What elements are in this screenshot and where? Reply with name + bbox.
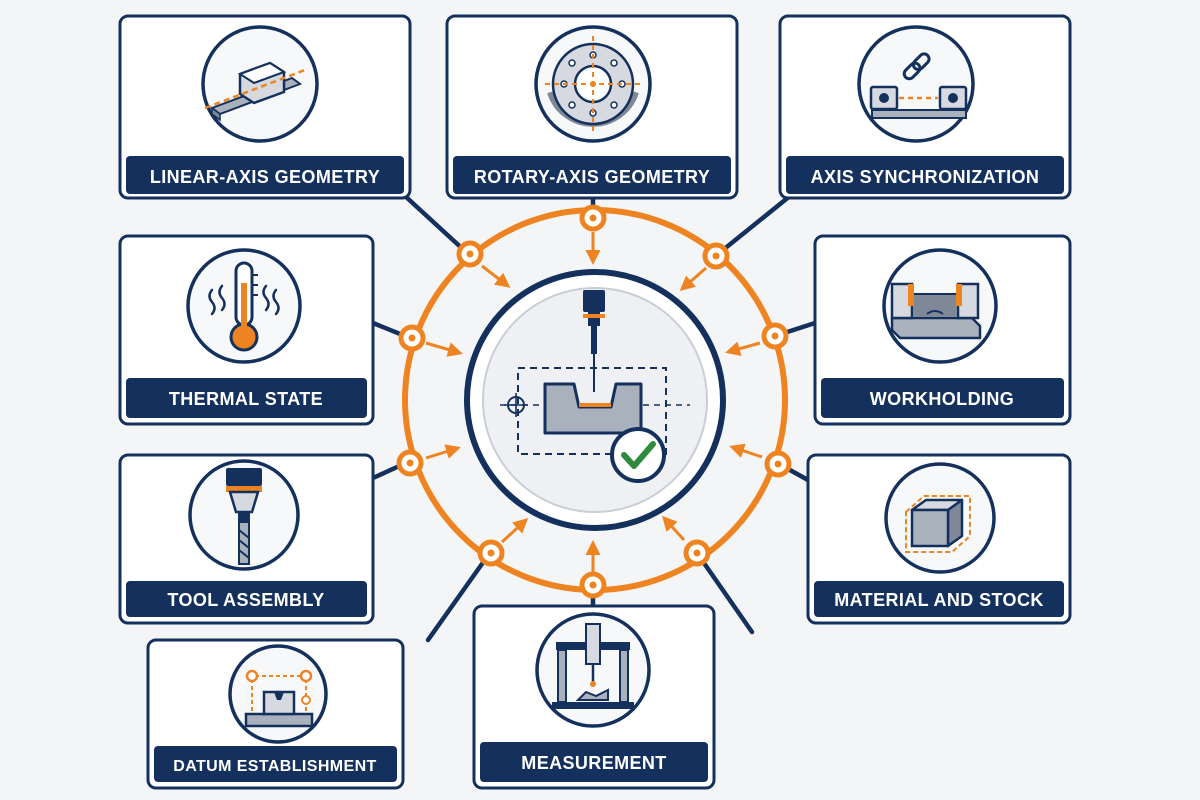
card-label: LINEAR-AXIS GEOMETRY [150, 167, 380, 187]
factor-card-linear-axis-geometry: LINEAR-AXIS GEOMETRY [118, 14, 412, 200]
stock-block-icon [905, 495, 971, 553]
card-label: MATERIAL AND STOCK [834, 590, 1044, 610]
rotary-table-icon [545, 36, 641, 132]
linked-axes-icon [869, 52, 968, 119]
factor-card-datum-establishment: DATUM ESTABLISHMENT [146, 638, 405, 790]
card-label: TOOL ASSEMBLY [167, 590, 324, 610]
factor-card-measurement: MEASUREMENT [472, 604, 716, 790]
linear-guide-rail-icon [204, 61, 306, 122]
machined-part-with-check-icon [500, 290, 690, 483]
factor-card-axis-synchronization: AXIS SYNCHRONIZATION [778, 14, 1072, 200]
ring-node [477, 539, 505, 567]
card-label: DATUM ESTABLISHMENT [173, 758, 376, 775]
ring-nodes [396, 204, 792, 599]
card-label: AXIS SYNCHRONIZATION [811, 167, 1040, 187]
connector-lines [370, 193, 818, 643]
ring-node [702, 242, 730, 270]
card-label: THERMAL STATE [169, 389, 323, 409]
factor-card-rotary-axis-geometry: ROTARY-AXIS GEOMETRY [445, 14, 739, 200]
thermometer-icon [208, 261, 280, 352]
factor-card-thermal-state: THERMAL STATE [118, 234, 375, 426]
card-label: MEASUREMENT [521, 753, 666, 773]
ring-node [398, 324, 426, 352]
influence-arrows [425, 232, 763, 572]
tool-holder-endmill-icon [226, 468, 262, 565]
ring-node [579, 571, 607, 599]
card-label: WORKHOLDING [870, 389, 1014, 409]
ring-node [456, 240, 484, 268]
cmm-probe-icon [552, 623, 634, 709]
vise-icon [890, 282, 982, 340]
center-hub [464, 269, 726, 531]
datum-points-icon [244, 669, 314, 728]
card-label: ROTARY-AXIS GEOMETRY [474, 167, 710, 187]
ring-node [764, 450, 792, 478]
ring-node [579, 204, 607, 232]
factor-card-tool-assembly: TOOL ASSEMBLY [118, 453, 375, 625]
ring-node [683, 539, 711, 567]
ring-node [396, 449, 424, 477]
factor-card-material-and-stock: MATERIAL AND STOCK [806, 453, 1072, 625]
ring-node [761, 322, 789, 350]
factor-card-workholding: WORKHOLDING [813, 234, 1072, 426]
